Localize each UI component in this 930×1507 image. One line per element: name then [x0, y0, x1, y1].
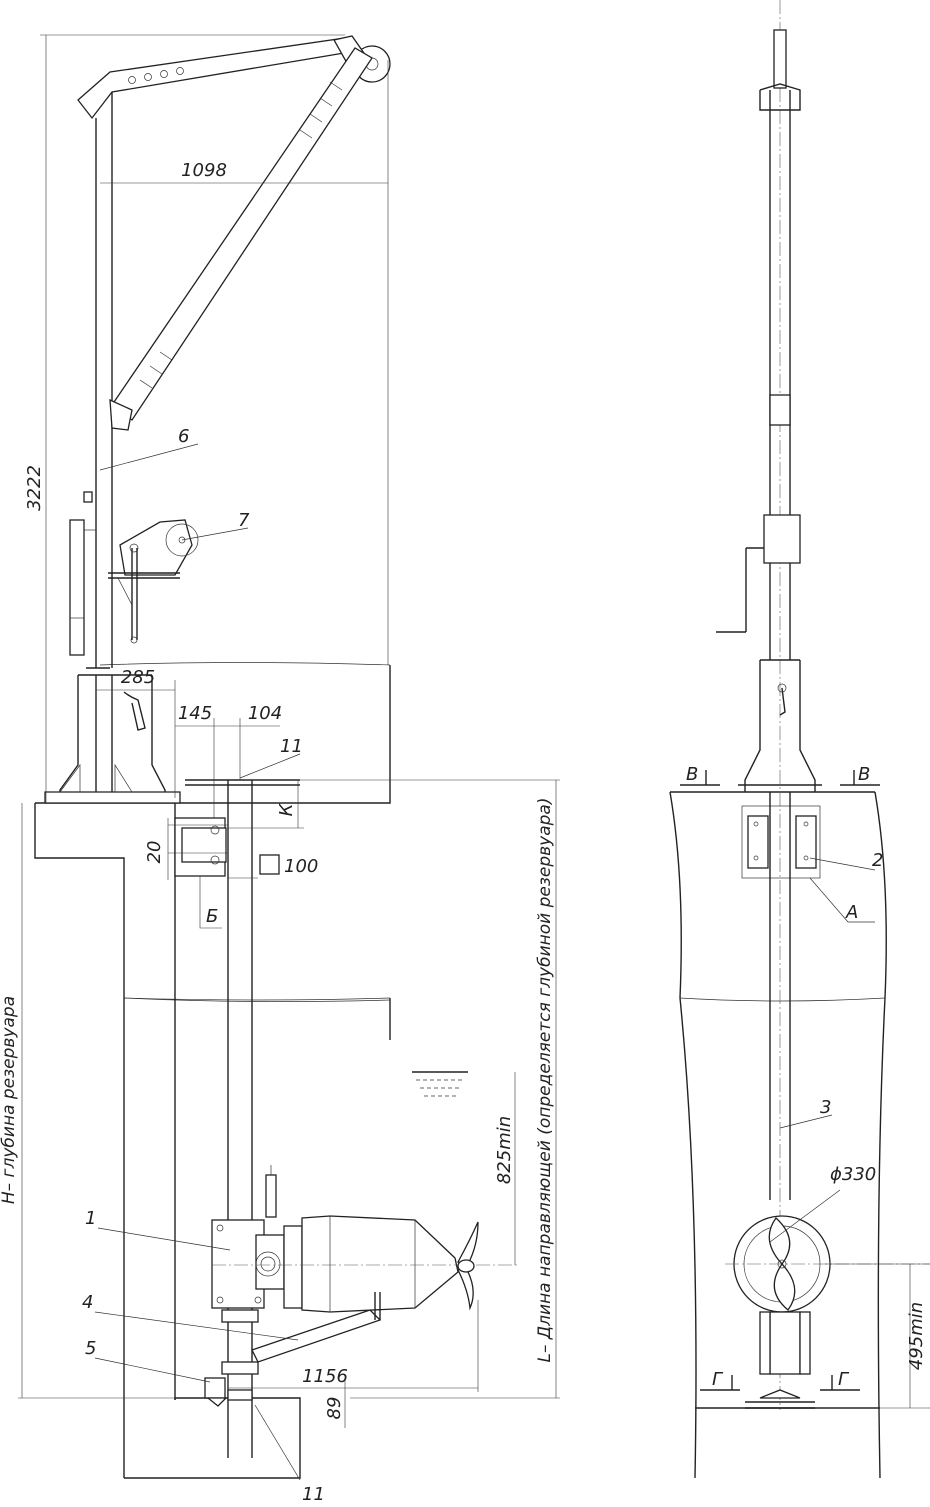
callout-11-bottom: 11 [302, 1484, 325, 1505]
dim-89: 89 [324, 1397, 345, 1420]
dim-k: К [276, 802, 297, 816]
guide-left [168, 779, 300, 1458]
strut-hatching [139, 81, 343, 389]
section-v-right: В [858, 764, 870, 785]
view-a: А [845, 902, 858, 923]
boom-holes [128, 67, 184, 84]
handle-icon [69, 491, 96, 656]
callout-1: 1 [85, 1208, 96, 1229]
callout-4: 4 [82, 1292, 93, 1313]
section-g-right: Г [838, 1369, 850, 1390]
dim-495min: 495min [906, 1302, 927, 1370]
dim-145: 145 [178, 703, 212, 724]
callout-5: 5 [85, 1338, 96, 1359]
section-v-left: В [686, 764, 698, 785]
dim-285: 285 [121, 667, 155, 688]
view-b: Б [206, 906, 218, 927]
labels: 3222 1098 285 145 104 К 20 100 825min 11… [0, 160, 927, 1505]
dim-330: ϕ330 [830, 1164, 876, 1185]
crane-left [44, 35, 391, 804]
propeller-icon [457, 1221, 479, 1311]
water-level [412, 1071, 468, 1097]
dim-1156: 1156 [302, 1366, 348, 1387]
leaders-left [94, 443, 301, 1481]
callout-3: 3 [820, 1097, 831, 1118]
dim-825min: 825min [494, 1116, 515, 1184]
dim-20: 20 [144, 841, 165, 864]
section-g-left: Г [712, 1369, 724, 1390]
callout-11-top: 11 [280, 736, 303, 757]
winch-icon [108, 519, 199, 644]
guide-length-label: L– Длина направляющей (определяется глуб… [535, 798, 555, 1363]
dim-100: 100 [284, 856, 318, 877]
dimensions-right [680, 770, 930, 1409]
tank-outline-right [669, 791, 887, 1479]
dim-104: 104 [248, 703, 282, 724]
crane-right [716, 0, 930, 1410]
dimensions-left [18, 34, 560, 1428]
mixer-left [204, 1165, 520, 1407]
callout-7: 7 [238, 510, 250, 531]
dim-1098: 1098 [181, 160, 227, 181]
callout-2: 2 [872, 850, 883, 871]
dim-3222: 3222 [24, 465, 45, 511]
callout-6: 6 [178, 426, 189, 447]
depth-label: H– глубина резервуара [0, 996, 19, 1204]
